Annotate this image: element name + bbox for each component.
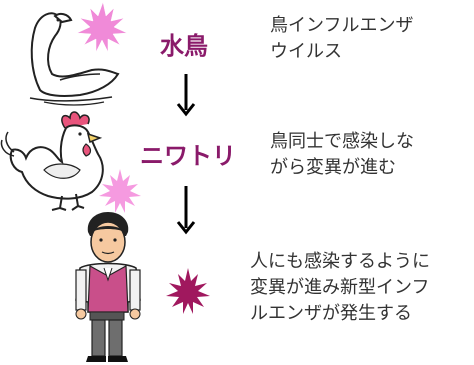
stage-label-waterfowl: 水鳥 <box>160 32 208 60</box>
stage-2-description-line-2: がら変異が進む <box>270 157 396 178</box>
stage-2-description-line-1: 鳥同士で感染しな <box>270 131 414 152</box>
stage-3-description-line-2: 変異が進み新型インフ <box>250 277 430 298</box>
stage-1-description-line-2: ウイルス <box>270 41 342 62</box>
stage-label-chicken: ニワトリ <box>140 142 236 170</box>
stage-3-description-line-3: ルエンザが発生する <box>250 303 412 324</box>
virus-burst-icon <box>166 268 210 314</box>
arrow-down-1 <box>176 74 196 117</box>
virus-burst-icon <box>76 1 128 53</box>
stage-3-description-line-1: 人にも感染するように <box>250 251 430 272</box>
human-icon <box>75 212 141 362</box>
chicken-icon <box>0 111 104 211</box>
virus-burst-icon <box>99 169 141 213</box>
stage-1-description-line-1: 鳥インフルエンザ <box>270 15 414 36</box>
arrow-down-2 <box>176 186 196 235</box>
swan-icon <box>29 12 120 106</box>
